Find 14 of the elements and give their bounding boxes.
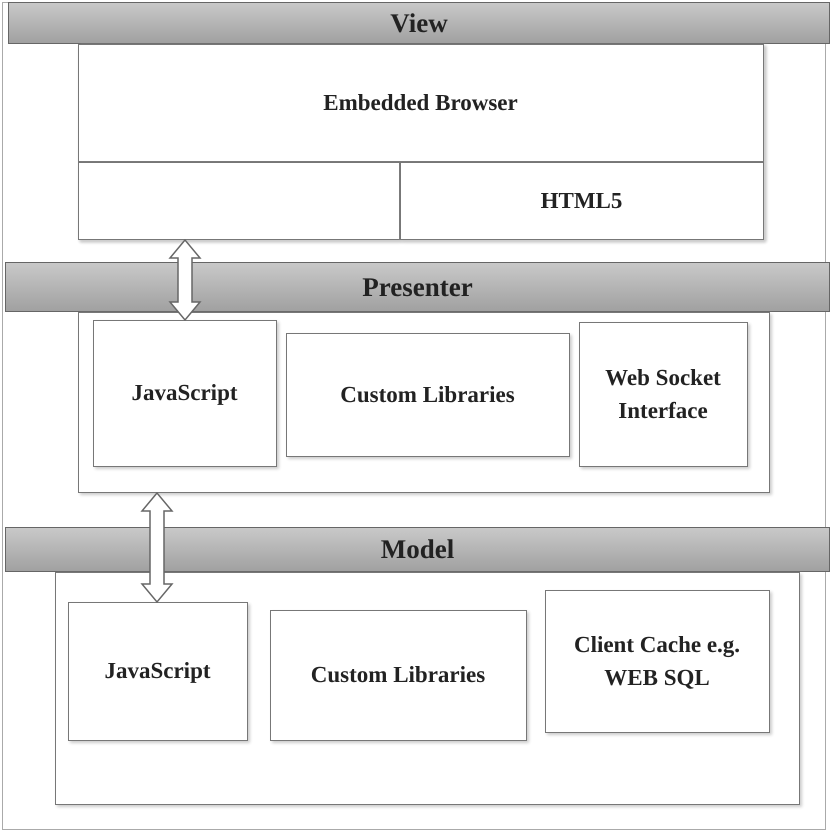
layer-band: View: [8, 2, 830, 44]
component-box: Custom Libraries: [270, 610, 526, 740]
component-box: Web Socket Interface: [578, 322, 748, 466]
layer-band: Model: [5, 527, 830, 572]
layer-container: [55, 572, 800, 805]
layer-band: Presenter: [5, 262, 830, 312]
double-arrow: [140, 492, 174, 604]
component-box: Client Cache e.g. WEB SQL: [544, 590, 770, 732]
component-box: Custom Libraries: [286, 332, 570, 456]
double-arrow: [168, 238, 202, 322]
component-box: JavaScript: [92, 320, 276, 466]
component-box: HTML5: [400, 162, 764, 240]
layer-container: [78, 312, 770, 493]
component-box: JavaScript: [68, 602, 248, 740]
